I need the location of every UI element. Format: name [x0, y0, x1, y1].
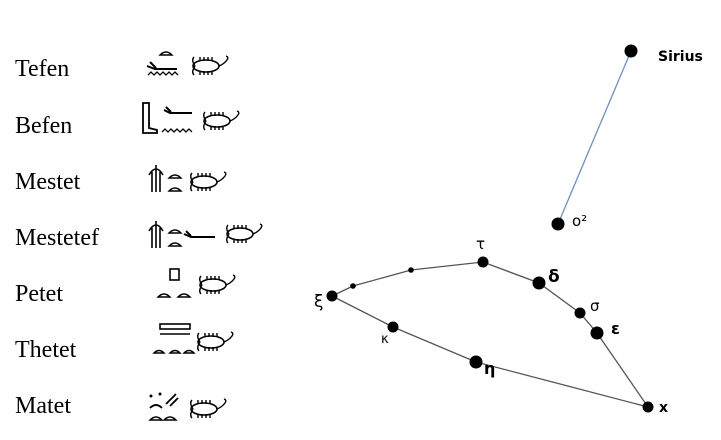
star-eta	[469, 355, 483, 369]
hieroglyph-petet	[156, 268, 236, 298]
label-tau: τ	[476, 235, 485, 253]
star-minor-2	[408, 267, 414, 273]
deity-name-list: Tefen Befen Mestet Mestetef Petet Thetet…	[0, 0, 130, 440]
label-chi: x	[659, 400, 668, 416]
hieroglyph-matet	[148, 392, 227, 421]
label-sirius: Sirius	[658, 49, 703, 65]
label-epsilon: ε	[611, 319, 620, 338]
deity-name-mestetef: Mestetef	[15, 225, 99, 251]
label-eta: η	[484, 359, 495, 378]
label-xi: ξ	[314, 292, 323, 312]
star-xi	[326, 290, 338, 302]
hieroglyph-tefen	[146, 51, 229, 76]
star-omicron2	[551, 217, 565, 231]
star-delta	[532, 276, 546, 290]
deity-name-matet: Matet	[15, 393, 71, 419]
hieroglyph-thetet	[152, 323, 234, 354]
deity-name-befen: Befen	[15, 113, 73, 139]
label-sigma: σ	[590, 297, 600, 315]
hieroglyph-mestet	[148, 165, 227, 192]
label-delta: δ	[548, 267, 560, 287]
deity-name-petet: Petet	[15, 281, 63, 307]
label-omicron2: ο²	[572, 212, 587, 230]
star-tau	[477, 256, 489, 268]
star-sigma	[574, 307, 586, 319]
star-kappa	[387, 321, 399, 333]
label-kappa: κ	[381, 332, 389, 347]
star-chi	[642, 401, 654, 413]
star-epsilon	[590, 326, 604, 340]
hieroglyph-befen	[142, 102, 240, 134]
sirius-omicron-line	[557, 50, 632, 225]
deity-name-tefen: Tefen	[15, 56, 70, 82]
star-sirius	[624, 44, 638, 58]
deity-name-thetet: Thetet	[15, 337, 77, 363]
star-minor-1	[350, 283, 356, 289]
deity-name-mestet: Mestet	[15, 169, 81, 195]
hieroglyph-mestetef	[148, 221, 263, 248]
